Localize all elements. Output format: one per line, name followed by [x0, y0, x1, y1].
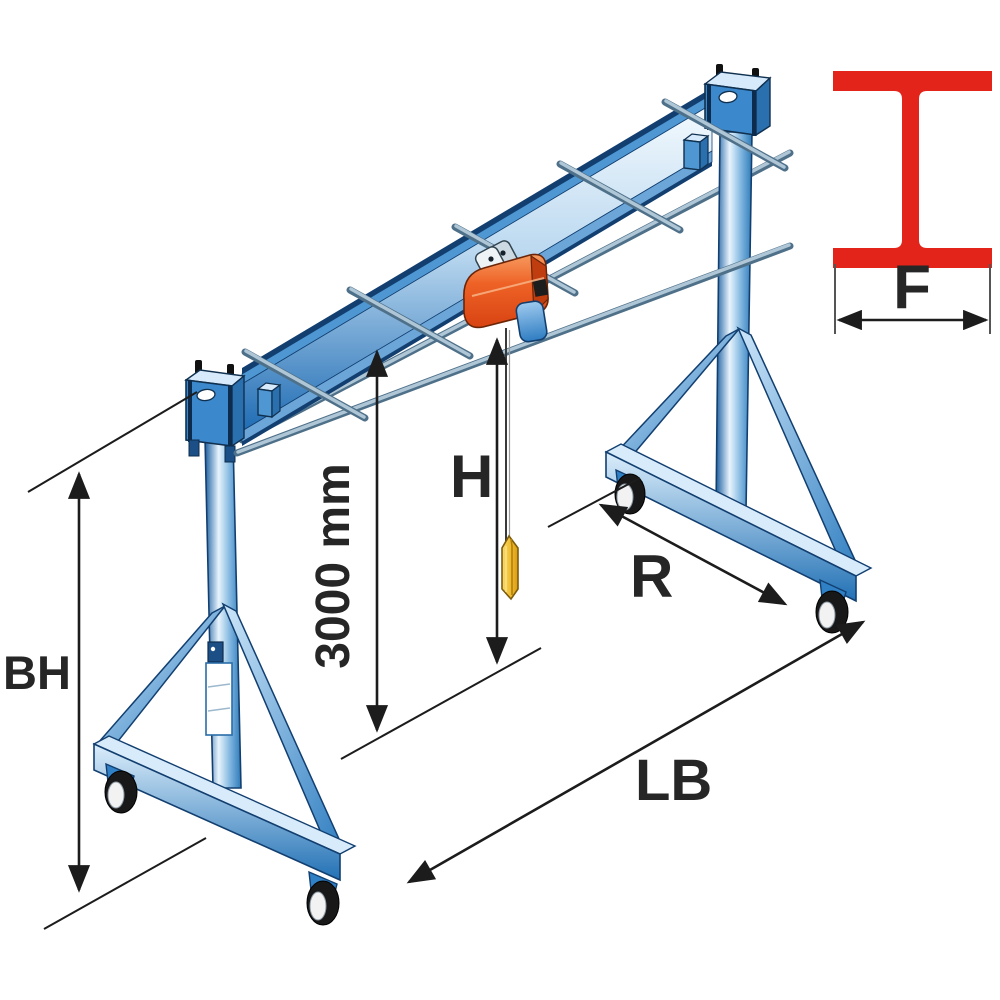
left-base-beam	[93, 742, 341, 882]
girder-clamp-left	[256, 382, 282, 419]
left-support-leg	[92, 437, 357, 926]
dimension-label-bh: BH	[3, 646, 71, 699]
control-box	[205, 641, 233, 736]
tie-bar	[661, 98, 789, 172]
dimension-lb: LB	[406, 620, 866, 884]
hook-icon	[501, 534, 519, 601]
dimension-label-lb: LB	[635, 748, 712, 813]
chain-bucket	[515, 300, 548, 343]
dimension-r: R	[547, 477, 788, 610]
festoon-front-rail	[233, 242, 794, 457]
tie-bar	[556, 160, 684, 234]
i-beam-profile-icon	[833, 71, 992, 268]
chain-hoist	[463, 240, 549, 601]
girder-top-rail	[242, 88, 712, 374]
dimension-label-3000mm: 3000 mm	[307, 463, 360, 668]
tie-bar	[241, 348, 369, 422]
right-end-bracket	[703, 64, 772, 137]
dimension-label-f: F	[893, 253, 931, 322]
dimension-f: F	[834, 253, 991, 334]
girder-web	[241, 103, 713, 432]
left-rear-caster	[306, 870, 340, 926]
dimension-label-r: R	[630, 543, 673, 610]
girder-clamp-right	[682, 133, 710, 172]
right-column	[715, 131, 753, 512]
left-front-caster	[104, 762, 138, 814]
dimension-label-h: H	[450, 443, 493, 510]
festoon-tie-bars	[241, 98, 789, 422]
hoist-brake-box	[532, 278, 549, 297]
dimension-3000mm: 3000 mm	[307, 349, 389, 733]
tie-bar	[346, 286, 474, 360]
left-end-bracket	[184, 360, 246, 463]
dimension-bh: BH	[3, 391, 207, 930]
